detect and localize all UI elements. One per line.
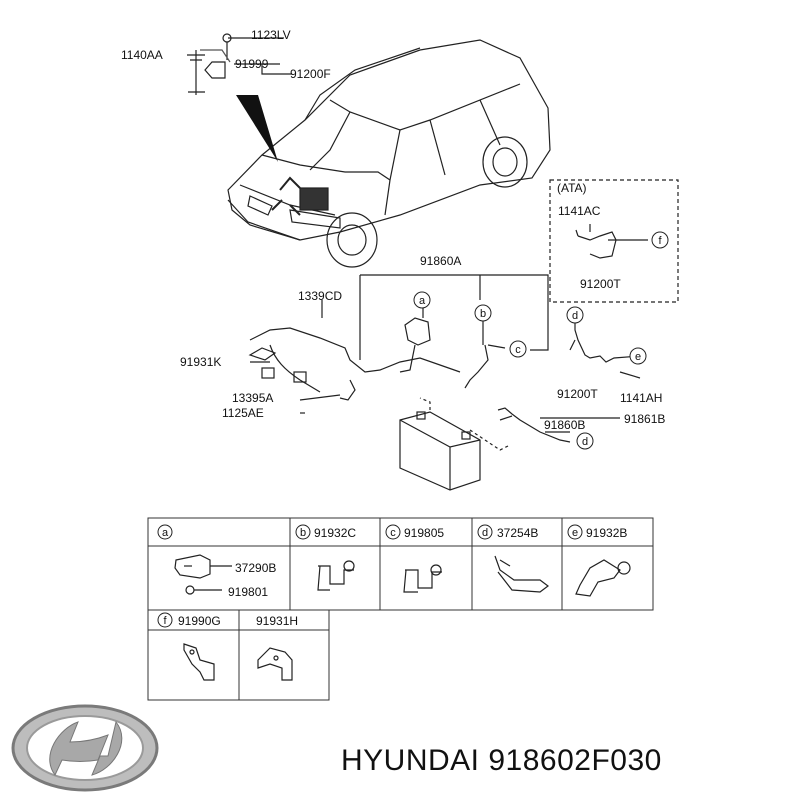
table-key-e: e (572, 527, 578, 539)
table-part-91932c: 91932C (314, 526, 356, 540)
parts-table (147, 517, 654, 701)
parts-table-labels: a 37290B 919801 b 91932C c 919805 d 3725… (157, 524, 627, 628)
callout-circles: a b c d d e f (413, 231, 669, 450)
table-key-f: f (163, 615, 167, 627)
label-91200t-ata: 91200T (580, 277, 621, 291)
table-key-b: b (300, 527, 306, 539)
circle-e: e (635, 351, 641, 363)
part-f-drawing (183, 643, 215, 681)
label-91200f: 91200F (290, 67, 331, 81)
part-d-drawing (494, 555, 549, 593)
table-key-c: c (390, 527, 396, 539)
label-1339cd: 1339CD (298, 289, 342, 303)
table-part-919801: 919801 (228, 585, 268, 599)
battery-cable-harness (248, 274, 549, 414)
table-key-d: d (482, 527, 488, 539)
circle-c: c (515, 344, 521, 356)
part-e-drawing (575, 559, 631, 597)
part-91931h-drawing (257, 647, 293, 681)
brand-part-number: HYUNDAI 918602F030 (341, 744, 662, 777)
label-91860a: 91860A (420, 254, 461, 268)
label-91931k: 91931K (180, 355, 221, 369)
label-1141ah: 1141AH (620, 391, 662, 405)
right-ground-cable (569, 318, 641, 379)
circle-d-upper: d (572, 310, 578, 322)
label-91861b: 91861B (624, 412, 665, 426)
part-c-drawing (403, 564, 442, 593)
label-ata: (ATA) (557, 181, 587, 195)
circle-a: a (419, 295, 426, 307)
battery (399, 397, 511, 491)
part-a-drawing (174, 554, 232, 595)
table-key-a: a (162, 527, 169, 539)
vehicle-illustration (227, 39, 551, 268)
label-1141ac: 1141AC (558, 204, 601, 218)
ground-strap-top (187, 33, 292, 95)
circle-f: f (658, 235, 662, 247)
table-part-919805: 919805 (404, 526, 444, 540)
label-91200t: 91200T (557, 387, 598, 401)
label-1140aa: 1140AA (121, 48, 163, 62)
negative-cable (497, 407, 620, 443)
table-part-91932b: 91932B (586, 526, 627, 540)
table-part-91931h: 91931H (256, 614, 298, 628)
callout-labels: 1123LV 1140AA 91999 91200F 91860A 1339CD… (121, 28, 665, 432)
label-13395a: 13395A (232, 391, 273, 405)
label-1125ae: 1125AE (222, 406, 264, 420)
label-91999: 91999 (235, 57, 269, 71)
table-part-37290b: 37290B (235, 561, 276, 575)
hyundai-logo (11, 704, 159, 792)
table-part-37254b: 37254B (497, 526, 538, 540)
part-b-drawing (317, 560, 355, 591)
circle-b: b (480, 308, 486, 320)
circle-d-lower: d (582, 436, 588, 448)
ata-detail-box (549, 179, 679, 303)
label-1123lv: 1123LV (251, 28, 291, 42)
label-91860b: 91860B (544, 418, 585, 432)
table-part-91990g: 91990G (178, 614, 221, 628)
